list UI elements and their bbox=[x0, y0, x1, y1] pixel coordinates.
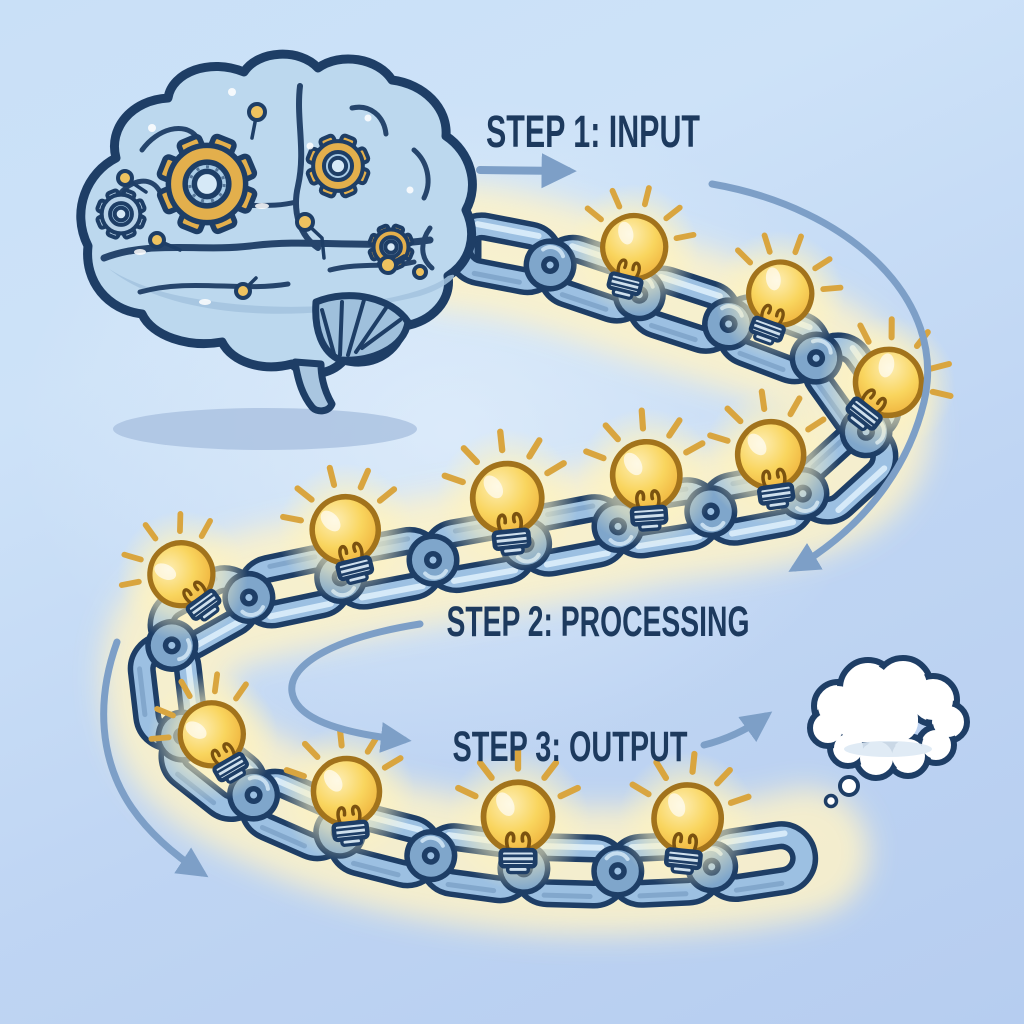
cloud-shading bbox=[844, 741, 932, 757]
circuit-nodes bbox=[116, 102, 428, 300]
arrow-left-arc bbox=[100, 638, 209, 878]
brain-illustration bbox=[76, 49, 477, 415]
brain-highlights bbox=[134, 88, 414, 305]
cerebellum bbox=[312, 292, 412, 364]
gear-icon bbox=[156, 133, 258, 235]
arrow-right-arc bbox=[708, 180, 932, 572]
arrow-step3-to-cloud bbox=[700, 711, 773, 749]
gear-icon bbox=[95, 188, 147, 240]
arrow-step2-to-step3 bbox=[288, 620, 424, 753]
thought-bubble-small bbox=[823, 793, 839, 809]
thought-cloud bbox=[807, 655, 970, 809]
step-2-label: STEP 2: PROCESSING bbox=[447, 598, 750, 646]
brain-stem bbox=[291, 358, 336, 415]
step-1-label: STEP 1: INPUT bbox=[486, 106, 700, 157]
brain-outline bbox=[76, 49, 477, 378]
thought-bubble-large bbox=[838, 775, 860, 797]
arrow-step1 bbox=[476, 153, 577, 189]
brain-shadow bbox=[113, 408, 417, 450]
flow-arrows bbox=[100, 153, 932, 878]
brain-folds bbox=[100, 83, 435, 295]
step-3-label: STEP 3: OUTPUT bbox=[453, 723, 688, 771]
gear-icon bbox=[305, 133, 371, 199]
